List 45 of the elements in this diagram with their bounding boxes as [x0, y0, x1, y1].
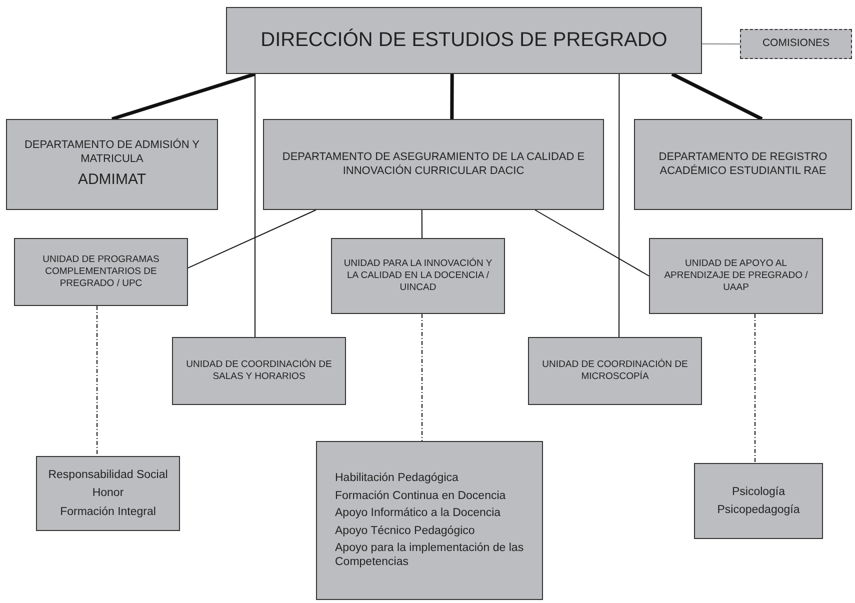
- box-text: Habilitación Pedagógica: [335, 471, 458, 486]
- box-text: UNIDAD PARA LA INNOVACIÓN Y LA CALIDAD EN LA DOCENCIA / UINCAD: [342, 258, 494, 294]
- org-box: [36, 456, 180, 531]
- box-text: Psicología: [732, 484, 786, 499]
- box-text: UNIDAD DE APOYO AL APRENDIZAJE DE PREGRADO / UAAP: [663, 258, 809, 294]
- connector-line: [754, 314, 756, 464]
- box-text: UNIDAD DE COORDINACIÓN DE MICROSCOPÍA: [541, 359, 689, 383]
- org-box: [263, 119, 604, 210]
- box-text: Honor: [92, 486, 124, 501]
- org-box: [528, 337, 702, 405]
- box-text: Formación Continua en Docencia: [335, 488, 506, 504]
- connector-line: [111, 72, 256, 121]
- box-text: UNIDAD DE COORDINACIÓN DE SALAS Y HORARIOS: [185, 359, 333, 383]
- connector-line: [618, 74, 620, 338]
- box-text: DEPARTAMENTO DE ASEGURAMIENTO DE LA CALIDAD E INNOVACIÓN CURRICULAR DACIC: [281, 150, 586, 178]
- connector-line: [702, 43, 740, 44]
- box-text: DEPARTAMENTO DE ADMISIÓN Y MATRICULA: [23, 139, 201, 167]
- box-text: ADMIMAT: [78, 170, 146, 190]
- box-text: Apoyo Técnico Pedagógico: [335, 524, 475, 538]
- connector-line: [450, 74, 454, 119]
- org-box: [740, 29, 852, 59]
- org-box: [331, 238, 505, 314]
- box-text: Psicopedagogía: [717, 503, 800, 518]
- box-text: Formación Integral: [60, 504, 156, 520]
- box-text: Apoyo Informático a la Docencia: [335, 506, 501, 520]
- org-box: [316, 441, 543, 600]
- org-box: [172, 337, 346, 405]
- connector-line: [254, 74, 256, 338]
- box-text: UNIDAD DE PROGRAMAS COMPLEMENTARIOS DE PREGRADO / UPC: [42, 254, 160, 290]
- box-text: DEPARTAMENTO DE REGISTRO ACADÉMICO ESTUDIANTIL RAE: [658, 150, 828, 178]
- org-box: [226, 7, 702, 74]
- box-text: DIRECCIÓN DE ESTUDIOS DE PREGRADO: [260, 28, 668, 53]
- org-box: [649, 238, 823, 314]
- org-box: [694, 463, 823, 539]
- box-text: Apoyo para la implementación de las Competencias: [335, 540, 525, 570]
- box-text: Responsabilidad Social: [48, 468, 168, 482]
- box-text: COMISIONES: [762, 37, 830, 51]
- org-box: [14, 238, 188, 306]
- connector-line: [96, 306, 98, 456]
- connector-line: [188, 210, 316, 268]
- connector-line: [534, 210, 650, 276]
- org-box: [6, 119, 218, 210]
- connector-line: [421, 210, 422, 238]
- org-box: [634, 119, 852, 210]
- connector-line: [671, 72, 763, 121]
